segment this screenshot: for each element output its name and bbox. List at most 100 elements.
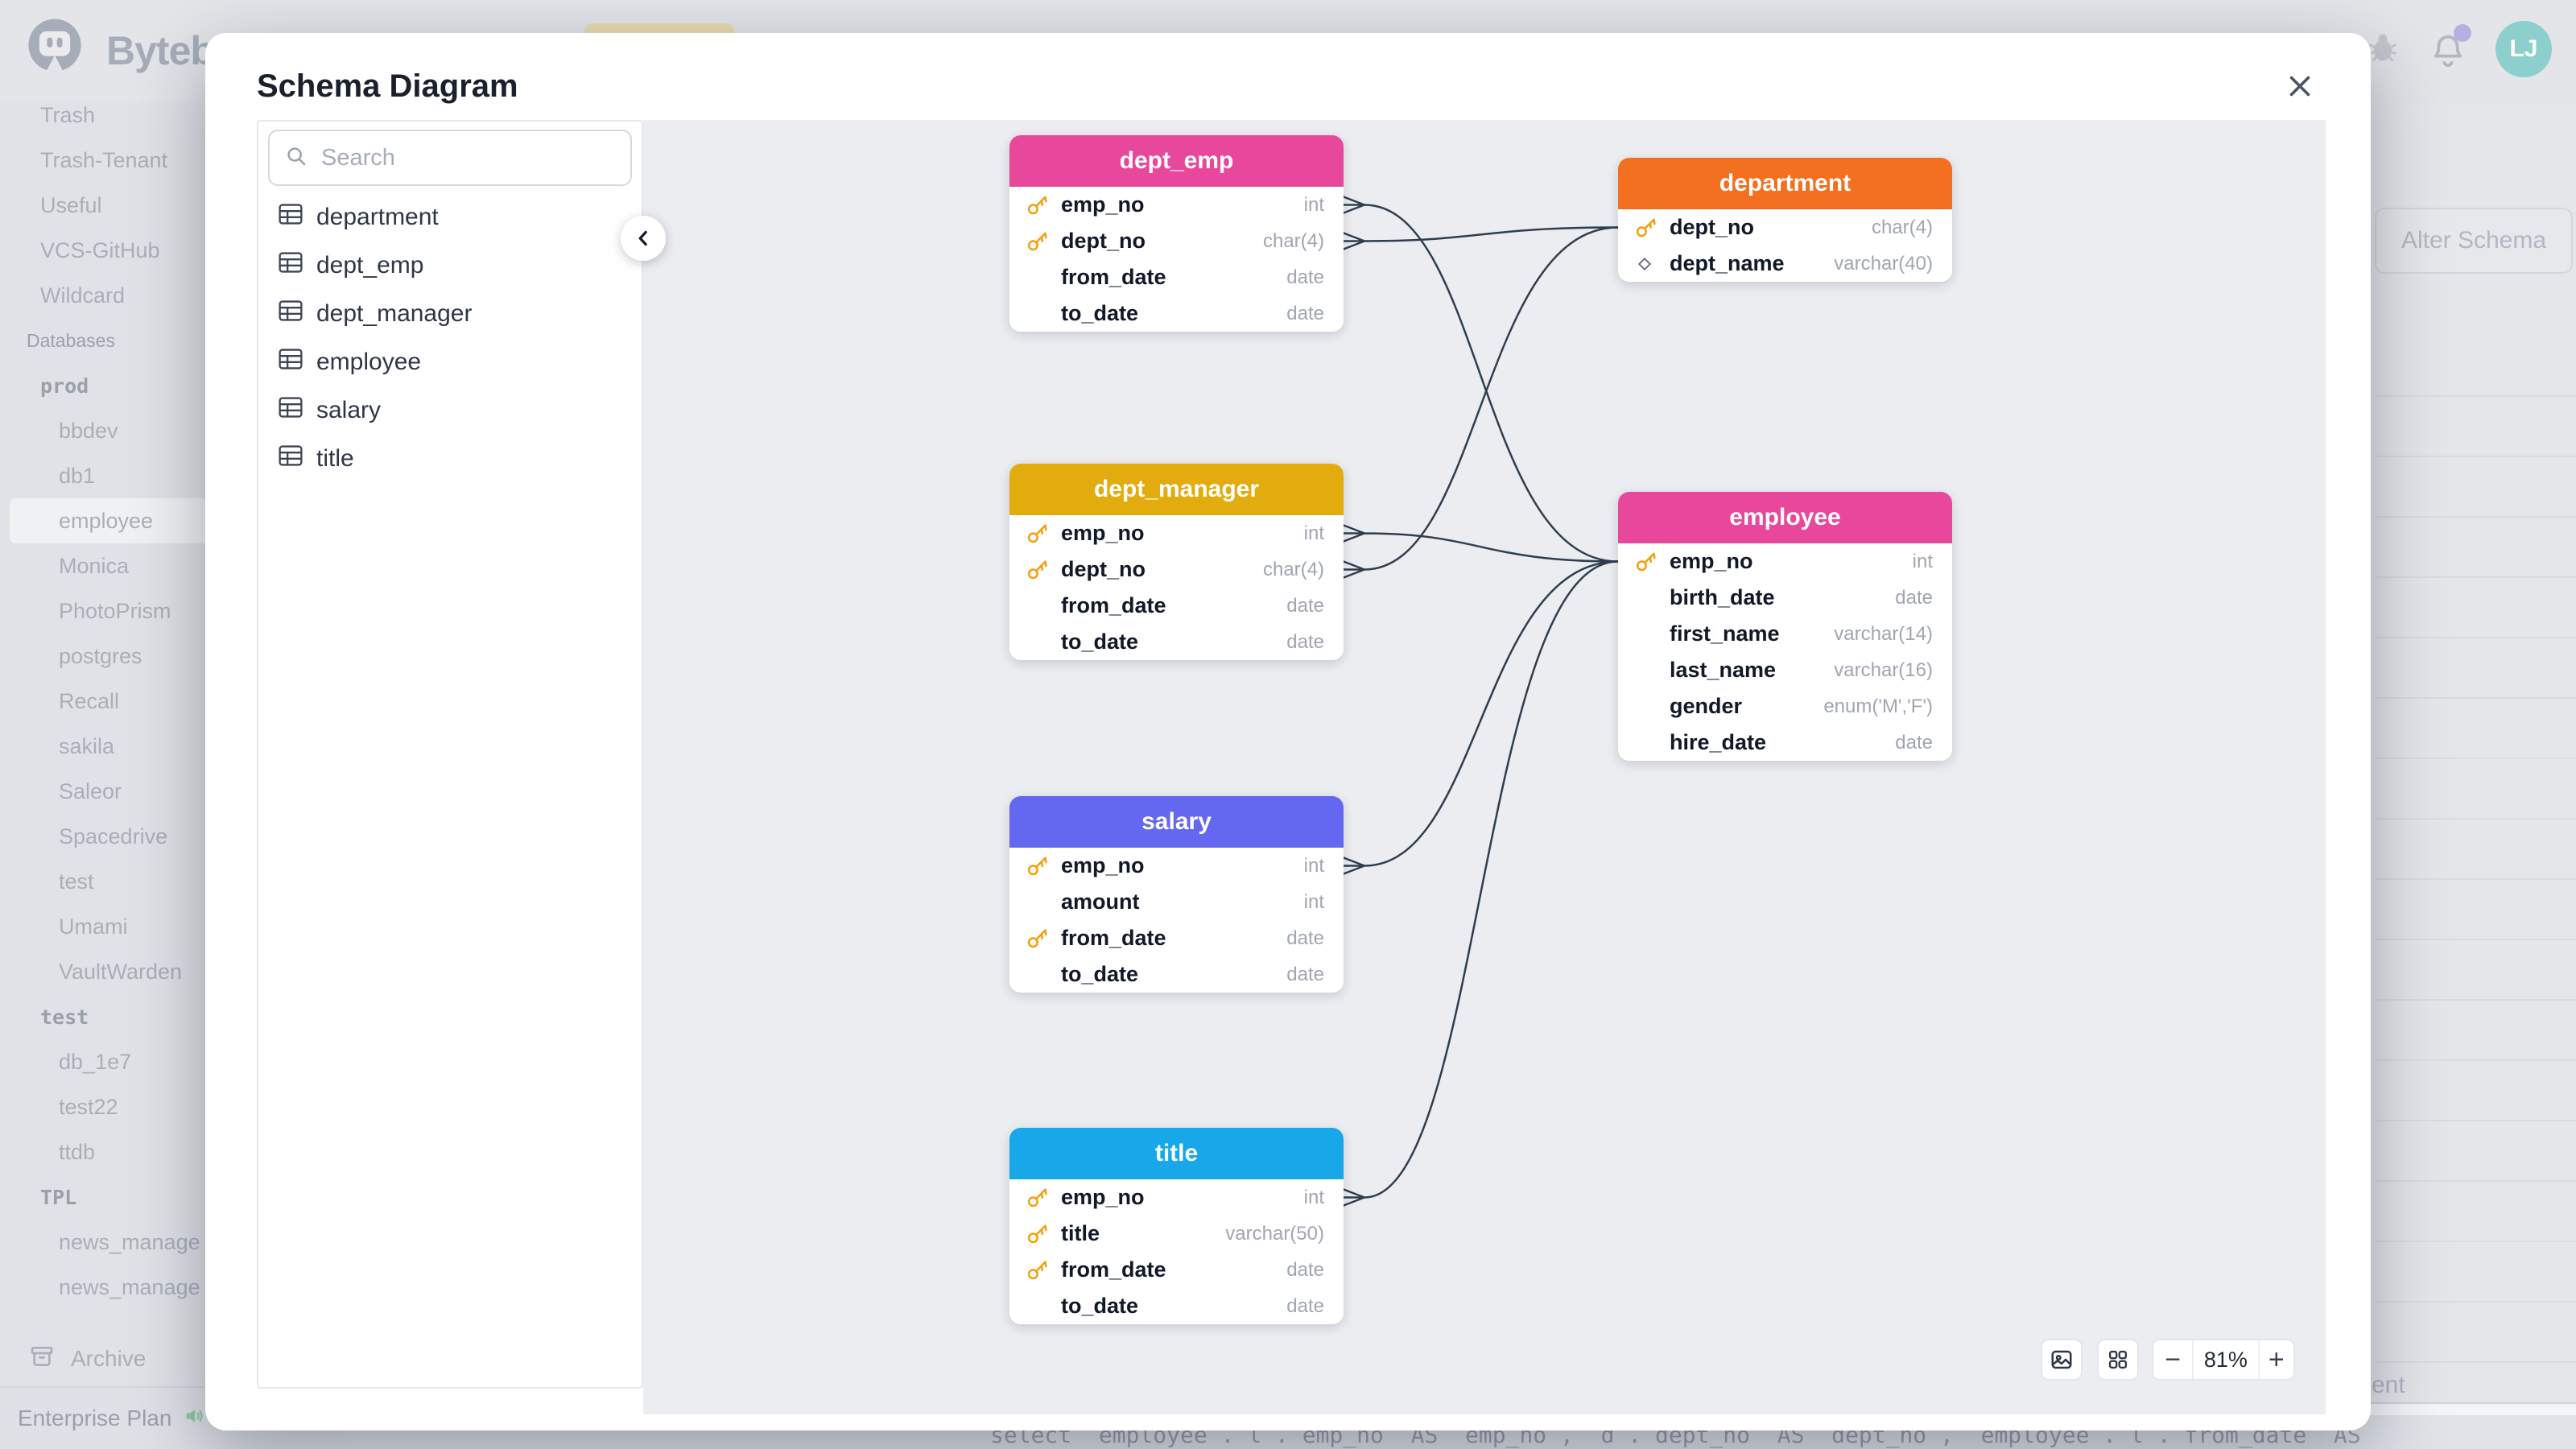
table-list-label: dept_manager bbox=[316, 300, 473, 327]
column-row-emp-no: emp_no int bbox=[1009, 848, 1344, 884]
column-row-birth-date: birth_date date bbox=[1618, 580, 1952, 616]
sidebar-database-photoprism[interactable]: PhotoPrism bbox=[59, 598, 171, 623]
table-header: employee bbox=[1618, 492, 1952, 543]
column-name: dept_no bbox=[1670, 215, 1754, 239]
table-list-label: title bbox=[316, 445, 354, 472]
edit-schema-button-peek bbox=[584, 23, 734, 35]
table-header: title bbox=[1009, 1128, 1344, 1179]
sidebar-database-bbdev[interactable]: bbdev bbox=[59, 418, 118, 443]
column-type: int bbox=[1303, 522, 1324, 544]
column-name: from_date bbox=[1061, 265, 1166, 289]
key-icon bbox=[1026, 1258, 1061, 1282]
zoom-control-group: − 81% + bbox=[2152, 1339, 2295, 1381]
diamond-icon bbox=[1634, 254, 1670, 275]
sidebar-database-umami[interactable]: Umami bbox=[59, 914, 128, 939]
sidebar-database-test[interactable]: test bbox=[59, 869, 94, 894]
key-icon bbox=[1634, 550, 1670, 574]
column-type: int bbox=[1303, 854, 1324, 877]
zoom-in-button[interactable]: + bbox=[2268, 1344, 2285, 1375]
collapse-panel-button[interactable] bbox=[621, 216, 666, 261]
relation-edge-dept-manager-emp-no-to-employee-emp-no bbox=[1342, 524, 1620, 563]
sidebar-database-ttdb[interactable]: ttdb bbox=[59, 1139, 96, 1164]
table-list-item-dept-manager[interactable]: dept_manager bbox=[268, 290, 638, 338]
column-name: emp_no bbox=[1061, 853, 1145, 877]
relation-edge-salary-emp-no-to-employee-emp-no bbox=[1342, 560, 1620, 875]
sidebar-database-sakila[interactable]: sakila bbox=[59, 733, 115, 758]
sidebar-database-saleor[interactable]: Saleor bbox=[59, 778, 122, 803]
sidebar-project-trash[interactable]: Trash bbox=[40, 102, 96, 127]
sidebar-database-db-1e7[interactable]: db_1e7 bbox=[59, 1049, 132, 1074]
search-input[interactable] bbox=[320, 143, 616, 172]
sidebar-project-useful[interactable]: Useful bbox=[40, 192, 102, 217]
column-type: date bbox=[1286, 266, 1324, 288]
sidebar-item-archive[interactable]: Archive bbox=[0, 1336, 146, 1381]
column-row-emp-no: emp_no int bbox=[1009, 515, 1344, 551]
key-icon bbox=[1026, 193, 1061, 217]
table-list-item-title[interactable]: title bbox=[268, 435, 638, 483]
column-name: to_date bbox=[1061, 630, 1139, 654]
table-list-item-salary[interactable]: salary bbox=[268, 386, 638, 435]
sidebar-database-postgres[interactable]: postgres bbox=[59, 643, 142, 668]
sidebar-database-recall[interactable]: Recall bbox=[59, 688, 120, 713]
column-type: int bbox=[1303, 193, 1324, 216]
table-header: salary bbox=[1009, 796, 1344, 848]
close-icon[interactable] bbox=[2277, 64, 2322, 109]
sidebar-database-test22[interactable]: test22 bbox=[59, 1094, 118, 1119]
sidebar-database-spacedrive[interactable]: Spacedrive bbox=[59, 824, 168, 848]
bug-report-icon[interactable] bbox=[2365, 30, 2401, 69]
notifications-bell-icon[interactable] bbox=[2429, 24, 2471, 68]
relation-edge-dept-manager-dept-no-to-department-dept-no bbox=[1342, 226, 1620, 579]
sidebar-database-db1[interactable]: db1 bbox=[59, 463, 96, 488]
column-name: hire_date bbox=[1670, 730, 1767, 754]
sidebar-project-trash-tenant[interactable]: Trash-Tenant bbox=[40, 147, 168, 172]
table-icon bbox=[278, 299, 303, 328]
sidebar-database-news-manage[interactable]: news_manage bbox=[59, 1229, 200, 1254]
archive-icon bbox=[29, 1344, 55, 1375]
column-type: date bbox=[1895, 586, 1933, 609]
column-row-from-date: from_date date bbox=[1009, 259, 1344, 295]
column-name: dept_no bbox=[1061, 229, 1146, 253]
table-list-label: employee bbox=[316, 349, 422, 375]
zoom-out-button[interactable]: − bbox=[2165, 1344, 2182, 1375]
sidebar-project-vcs-github[interactable]: VCS-GitHub bbox=[40, 237, 160, 262]
table-list-item-department[interactable]: department bbox=[268, 193, 638, 242]
table-header: dept_manager bbox=[1009, 464, 1344, 515]
table-icon bbox=[278, 251, 303, 280]
sidebar-database-vaultwarden[interactable]: VaultWarden bbox=[59, 959, 183, 984]
zoom-level: 81% bbox=[2192, 1340, 2260, 1379]
column-type: date bbox=[1895, 731, 1933, 753]
auto-layout-button[interactable] bbox=[2097, 1339, 2139, 1381]
column-name: emp_no bbox=[1061, 521, 1145, 545]
sidebar-project-wildcard[interactable]: Wildcard bbox=[40, 283, 126, 308]
column-name: last_name bbox=[1670, 658, 1777, 682]
table-list-item-dept-emp[interactable]: dept_emp bbox=[268, 242, 638, 290]
key-icon bbox=[1026, 522, 1061, 546]
column-name: birth_date bbox=[1670, 585, 1775, 609]
sidebar-database-news-manage[interactable]: news_manage bbox=[59, 1274, 200, 1299]
table-header: department bbox=[1618, 158, 1952, 209]
search-box[interactable] bbox=[268, 130, 632, 186]
export-image-button[interactable] bbox=[2041, 1339, 2083, 1381]
sidebar-database-monica[interactable]: Monica bbox=[59, 553, 130, 578]
column-type: int bbox=[1303, 1186, 1324, 1208]
alter-schema-button[interactable]: Alter Schema bbox=[2375, 208, 2573, 274]
table-list-item-employee[interactable]: employee bbox=[268, 338, 638, 386]
user-avatar[interactable]: LJ bbox=[2496, 21, 2552, 77]
column-name: from_date bbox=[1061, 926, 1166, 950]
